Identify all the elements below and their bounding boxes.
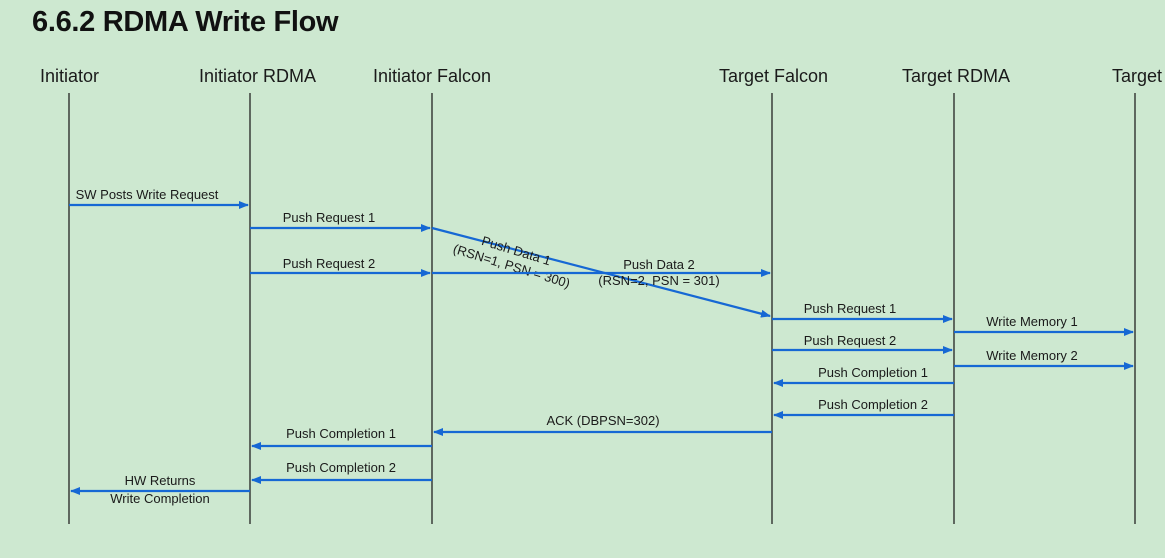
message-14: Push Completion 2 <box>251 460 432 484</box>
message-label: Push Request 1 <box>804 301 897 316</box>
message-label: Push Completion 2 <box>286 460 396 475</box>
message-4: Push Request 2 <box>250 256 431 277</box>
lane-label-initiator: Initiator <box>40 66 99 86</box>
message-label: Push Request 1 <box>283 210 376 225</box>
message-label-line: Push Completion 2 <box>286 460 396 475</box>
message-5: Push Data 2(RSN=2, PSN = 301) <box>432 257 771 288</box>
message-label-line: Write Memory 2 <box>986 348 1078 363</box>
message-label: Push Completion 1 <box>818 365 928 380</box>
message-label-line: (RSN=2, PSN = 301) <box>598 273 719 288</box>
message-label: Push Request 2 <box>283 256 376 271</box>
message-label-line: Push Completion 1 <box>818 365 928 380</box>
message-1: SW Posts Write Request <box>69 187 249 209</box>
message-label-line: Push Data 2 <box>623 257 695 272</box>
message-label: Write Memory 1 <box>986 314 1078 329</box>
message-10: Push Completion 1 <box>773 365 954 387</box>
message-label: Write Memory 2 <box>986 348 1078 363</box>
message-label-line: Push Request 2 <box>804 333 897 348</box>
message-13: Push Completion 1 <box>251 426 432 450</box>
message-label: Push Data 1(RSN=1, PSN = 300) <box>451 226 576 291</box>
message-label: Push Data 2(RSN=2, PSN = 301) <box>598 257 719 288</box>
lane-label-init-falcon: Initiator Falcon <box>373 66 491 86</box>
message-3: Push Data 1(RSN=1, PSN = 300) <box>431 226 771 318</box>
lane-label-target: Target <box>1112 66 1162 86</box>
message-label-line: Push Request 1 <box>804 301 897 316</box>
message-label-line: Write Completion <box>110 491 209 506</box>
message-6: Push Request 1 <box>772 301 953 323</box>
message-11: Push Completion 2 <box>773 397 954 419</box>
message-2: Push Request 1 <box>250 210 431 232</box>
message-label-line: Push Completion 1 <box>286 426 396 441</box>
message-label-line: Push Request 1 <box>283 210 376 225</box>
message-7: Write Memory 1 <box>954 314 1134 336</box>
message-label-line: ACK (DBPSN=302) <box>546 413 659 428</box>
message-label: Push Request 2 <box>804 333 897 348</box>
message-label-line: SW Posts Write Request <box>76 187 219 202</box>
message-label: Push Completion 1 <box>286 426 396 441</box>
message-9: Write Memory 2 <box>954 348 1134 370</box>
lane-label-init-rdma: Initiator RDMA <box>199 66 316 86</box>
lane-label-tgt-falcon: Target Falcon <box>719 66 828 86</box>
lane-label-tgt-rdma: Target RDMA <box>902 66 1010 86</box>
message-label: Push Completion 2 <box>818 397 928 412</box>
message-label: ACK (DBPSN=302) <box>546 413 659 428</box>
message-label-line: Write Memory 1 <box>986 314 1078 329</box>
message-label-line: Push Request 2 <box>283 256 376 271</box>
message-label-line: HW Returns <box>125 473 196 488</box>
page-title: 6.6.2 RDMA Write Flow <box>32 6 339 38</box>
message-label-line: Push Completion 2 <box>818 397 928 412</box>
message-12: ACK (DBPSN=302) <box>433 413 772 436</box>
message-label: SW Posts Write Request <box>76 187 219 202</box>
message-8: Push Request 2 <box>772 333 953 354</box>
